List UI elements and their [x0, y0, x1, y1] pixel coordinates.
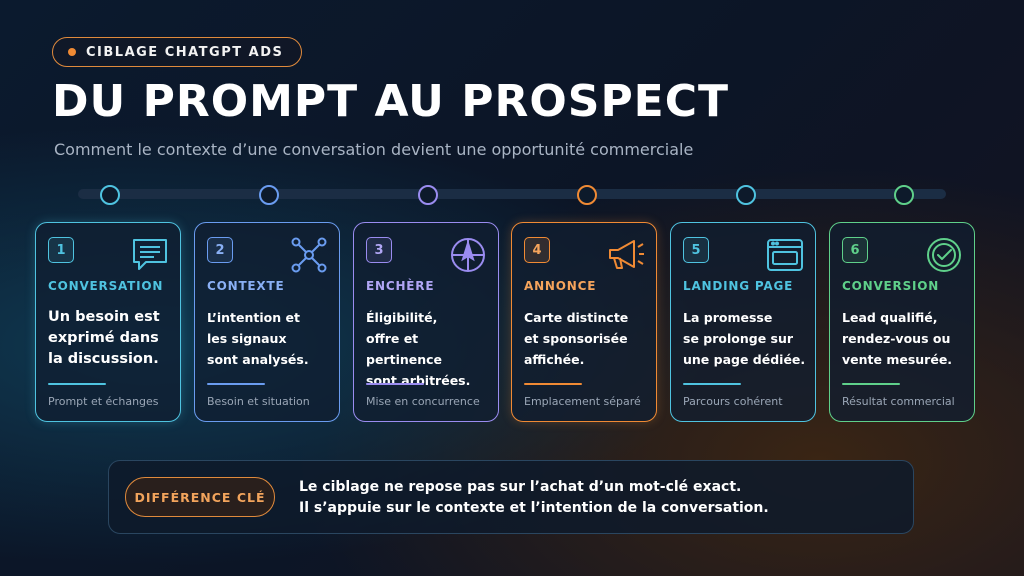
- step-number: 1: [48, 237, 74, 263]
- step-card-conversion: 6 CONVERSION Lead qualifié,rendez-vous o…: [829, 222, 975, 422]
- chat-bubble-icon: [133, 239, 167, 270]
- step-number: 2: [207, 237, 233, 263]
- timeline-track: [78, 189, 946, 199]
- step-footnote: Besoin et situation: [207, 395, 310, 408]
- step-card-enchere: 3 ENCHÈRE Éligibilité,offre et pertinenc…: [353, 222, 499, 422]
- timeline-node-1: [100, 185, 120, 205]
- step-footnote: Mise en concurrence: [366, 395, 480, 408]
- timeline-node-4: [577, 185, 597, 205]
- tag-dot: [68, 48, 76, 56]
- divider: [207, 383, 265, 385]
- key-difference-panel: DIFFÉRENCE CLÉ Le ciblage ne repose pas …: [108, 460, 914, 534]
- page-title: DU PROMPT AU PROSPECT: [52, 76, 730, 127]
- timeline-node-2: [259, 185, 279, 205]
- network-nodes-icon: [291, 237, 327, 273]
- timeline-node-6: [894, 185, 914, 205]
- key-difference-badge: DIFFÉRENCE CLÉ: [125, 477, 275, 517]
- compass-icon: [451, 238, 485, 272]
- divider: [524, 383, 582, 385]
- category-tag-label: CIBLAGE CHATGPT ADS: [86, 44, 284, 60]
- key-difference-line-1: Le ciblage ne repose pas sur l’achat d’u…: [299, 479, 742, 495]
- browser-window-icon: [767, 239, 803, 271]
- step-number: 3: [366, 237, 392, 263]
- timeline-node-3: [418, 185, 438, 205]
- megaphone-icon: [609, 240, 644, 269]
- step-number: 5: [683, 237, 709, 263]
- step-footnote: Prompt et échanges: [48, 395, 159, 408]
- step-footnote: Parcours cohérent: [683, 395, 783, 408]
- step-footnote: Résultat commercial: [842, 395, 955, 408]
- step-label: LANDING PAGE: [683, 279, 794, 293]
- divider: [842, 383, 900, 385]
- key-difference-line-2: Il s’appuie sur le contexte et l’intenti…: [299, 500, 769, 516]
- step-label: ENCHÈRE: [366, 279, 435, 293]
- divider: [48, 383, 106, 385]
- step-footnote: Emplacement séparé: [524, 395, 641, 408]
- step-label: CONTEXTE: [207, 279, 285, 293]
- divider: [366, 383, 424, 385]
- step-number: 6: [842, 237, 868, 263]
- category-tag: CIBLAGE CHATGPT ADS: [52, 37, 302, 67]
- step-label: CONVERSION: [842, 279, 940, 293]
- divider: [683, 383, 741, 385]
- step-label: ANNONCE: [524, 279, 597, 293]
- timeline-node-5: [736, 185, 756, 205]
- check-circle-icon: [927, 238, 961, 272]
- step-label: CONVERSATION: [48, 279, 164, 293]
- page-subtitle: Comment le contexte d’une conversation d…: [54, 140, 694, 159]
- step-number: 4: [524, 237, 550, 263]
